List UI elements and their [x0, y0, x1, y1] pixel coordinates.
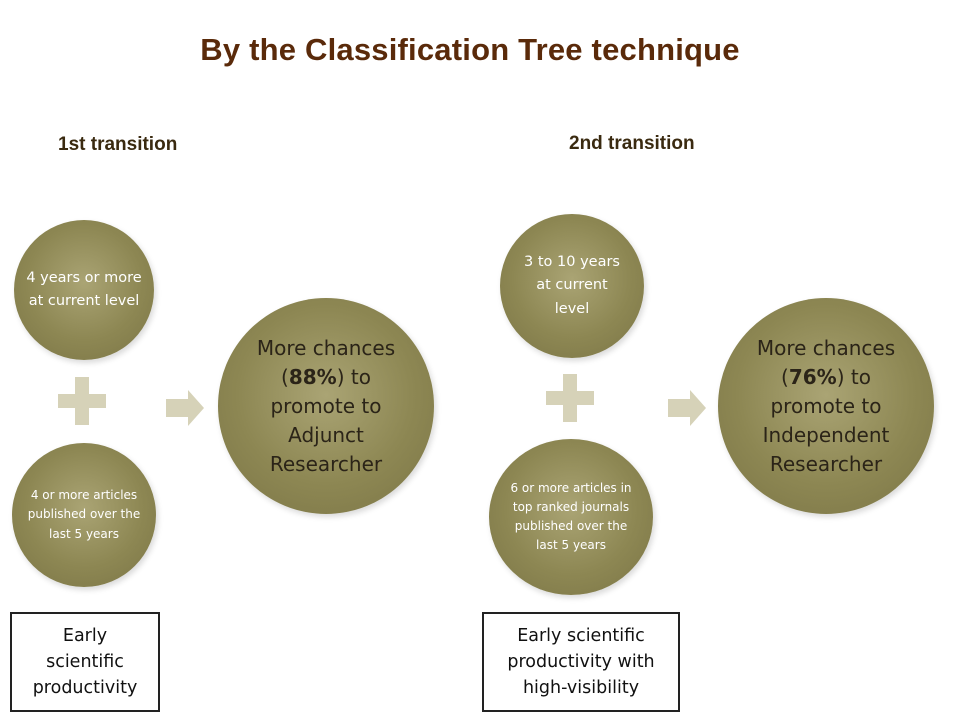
plus-icon-2	[546, 374, 594, 422]
category-box-1: Early scientific productivity	[10, 612, 160, 712]
outcome-text-2: More chances (76%) to promote to Indepen…	[718, 334, 934, 479]
condition-years-circle-1: 4 years or more at current level	[14, 220, 154, 360]
condition-years-text-1: 4 years or more at current level	[26, 269, 142, 309]
condition-articles-circle-1: 4 or more articles published over the la…	[12, 443, 156, 587]
category-box-label-2: Early scientific productivity with high-…	[507, 625, 655, 699]
arrow-right-icon	[166, 390, 204, 426]
condition-articles-text-1: 4 or more articles published over the la…	[27, 488, 141, 541]
outcome-text-1: More chances (88%) to promote to Adjunct…	[218, 334, 434, 479]
condition-years-text-2: 3 to 10 years at current level	[524, 254, 620, 317]
outcome-circle-2: More chances (76%) to promote to Indepen…	[718, 298, 934, 514]
outcome-percent-2: 76%	[788, 364, 837, 389]
outcome-suffix-2: ) to promote to Independent Researcher	[762, 364, 890, 476]
transition-1-label: 1st transition	[58, 134, 178, 155]
arrow-right-icon-2	[668, 390, 706, 426]
page-title: By the Classification Tree technique	[200, 32, 740, 67]
category-box-label-1: Early scientific productivity	[32, 625, 138, 699]
plus-icon	[58, 377, 106, 425]
category-box-2: Early scientific productivity with high-…	[482, 612, 680, 712]
outcome-circle-1: More chances (88%) to promote to Adjunct…	[218, 298, 434, 514]
condition-articles-circle-2: 6 or more articles in top ranked journal…	[489, 439, 653, 595]
outcome-prefix-1: More chances (	[256, 335, 396, 389]
condition-articles-text-2: 6 or more articles in top ranked journal…	[510, 480, 632, 553]
outcome-percent-1: 88%	[288, 364, 337, 389]
outcome-prefix-2: More chances (	[756, 335, 896, 389]
outcome-suffix-1: ) to promote to Adjunct Researcher	[269, 364, 383, 476]
transition-2-label: 2nd transition	[569, 133, 695, 154]
condition-years-circle-2: 3 to 10 years at current level	[500, 214, 644, 358]
